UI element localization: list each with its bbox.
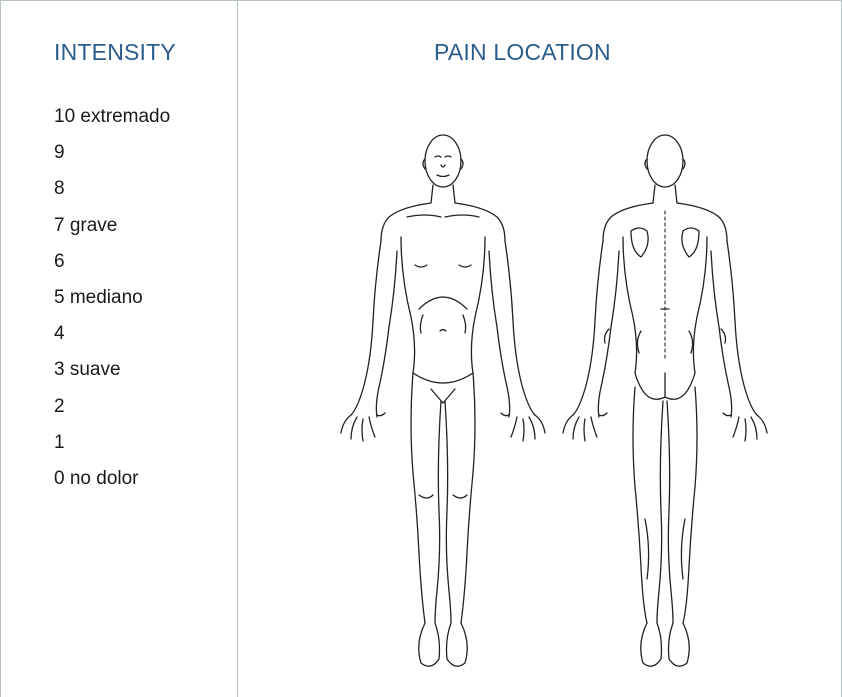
scale-item-5: 5 mediano	[54, 286, 170, 322]
scale-item-9: 9	[54, 141, 170, 177]
scale-item-3: 3 suave	[54, 358, 170, 394]
table-left-border	[0, 1, 1, 697]
body-back-figure[interactable]	[563, 135, 767, 666]
intensity-header: INTENSITY	[54, 39, 176, 66]
body-diagram	[335, 119, 785, 689]
scale-item-10: 10 extremado	[54, 105, 170, 141]
scale-item-7: 7 grave	[54, 214, 170, 250]
back-head	[647, 135, 683, 187]
scale-item-8: 8	[54, 177, 170, 213]
scale-item-0: 0 no dolor	[54, 467, 170, 503]
body-front-figure[interactable]	[341, 135, 545, 666]
scale-item-1: 1	[54, 431, 170, 467]
front-head	[425, 135, 461, 187]
scale-item-2: 2	[54, 395, 170, 431]
scale-item-6: 6	[54, 250, 170, 286]
intensity-scale: 10 extremado 9 8 7 grave 6 5 mediano 4 3…	[54, 105, 170, 503]
pain-location-header: PAIN LOCATION	[434, 39, 611, 66]
column-divider	[237, 1, 238, 697]
scale-item-4: 4	[54, 322, 170, 358]
